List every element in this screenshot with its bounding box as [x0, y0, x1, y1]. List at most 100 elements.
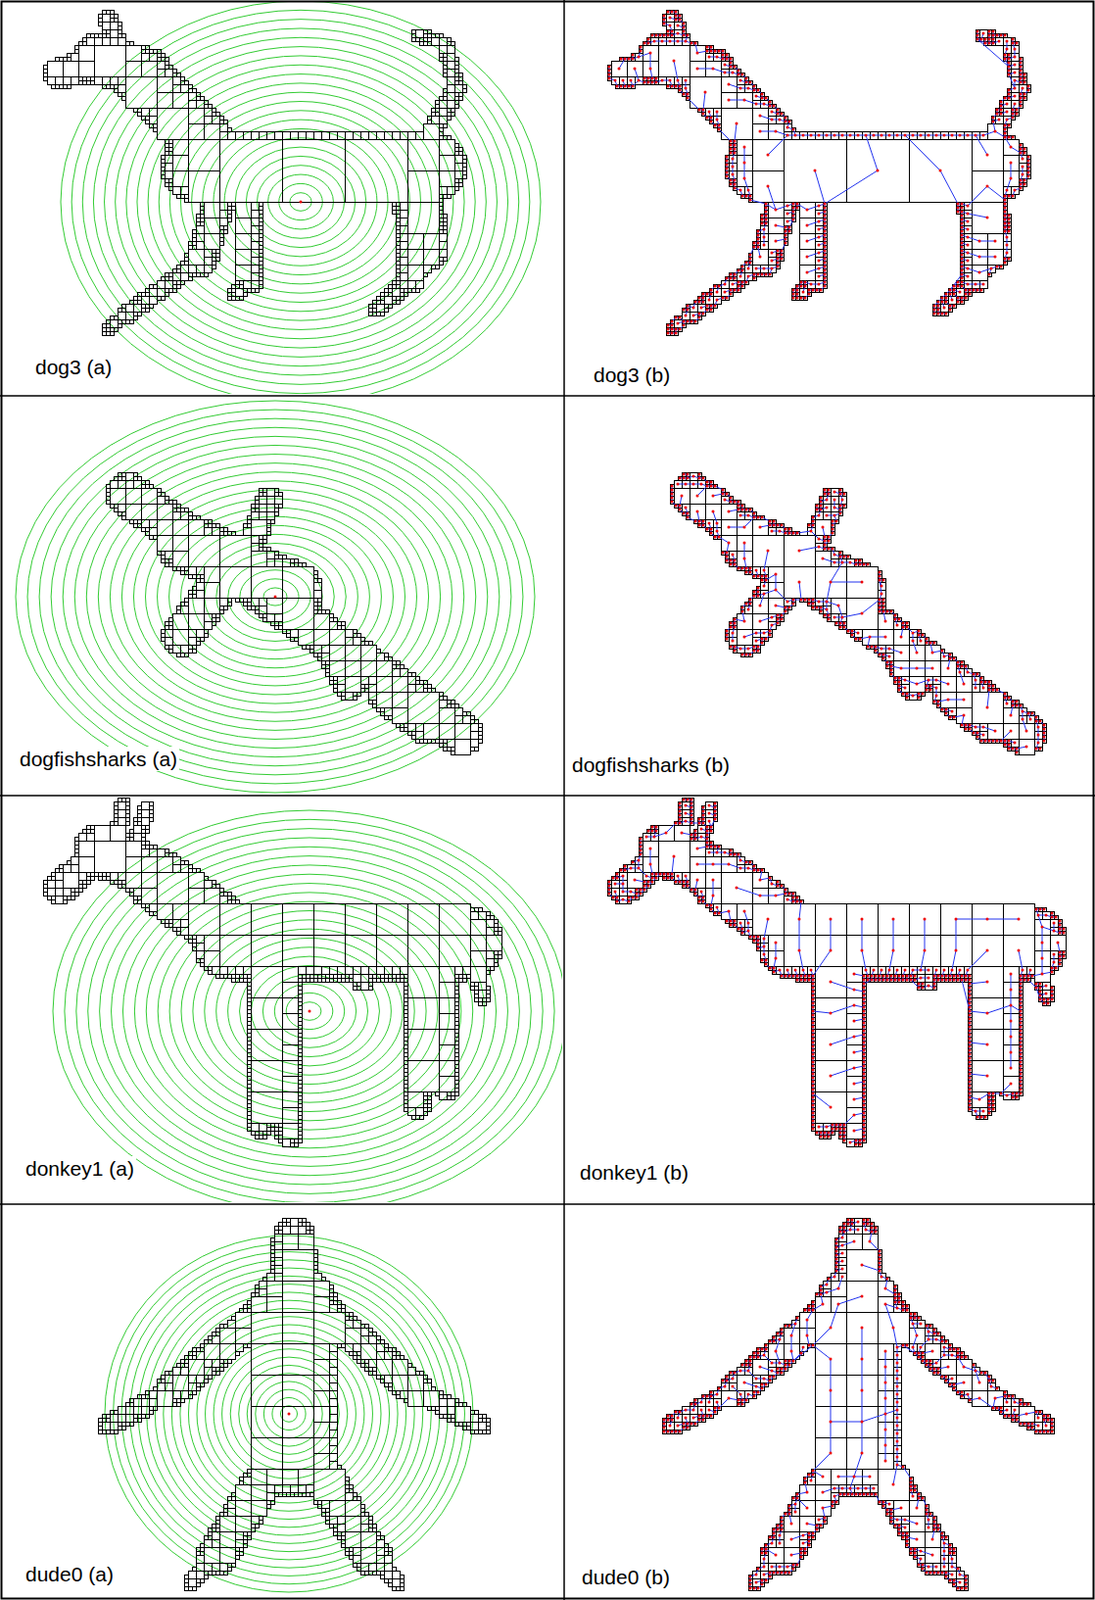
- quadtree-box: [142, 46, 146, 50]
- quadtree-box: [964, 265, 973, 274]
- quadtree-box: [804, 296, 809, 301]
- distance-ring: [181, 101, 422, 303]
- quadtree-box: [443, 69, 448, 74]
- tree-link: [967, 268, 980, 273]
- quadtree-box: [431, 112, 436, 117]
- quadtree-box: [428, 120, 432, 125]
- quadtree-box: [161, 296, 166, 301]
- quadtree-box: [130, 320, 135, 325]
- quadtree-box: [106, 324, 111, 329]
- quadtree-box: [145, 120, 150, 125]
- quadtree-box: [400, 210, 409, 219]
- quadtree-box: [142, 308, 146, 313]
- node-dot: [817, 243, 821, 247]
- quadtree-box: [380, 292, 385, 297]
- quadtree-box: [87, 77, 92, 82]
- quadtree-box: [337, 132, 346, 141]
- quadtree-box: [71, 53, 80, 62]
- quadtree-box: [431, 108, 436, 113]
- node-dot: [817, 212, 821, 216]
- quadtree-box: [177, 285, 182, 289]
- quadtree-box: [416, 288, 421, 293]
- quadtree-box: [173, 140, 190, 156]
- node-dot: [841, 134, 845, 138]
- quadtree-box: [443, 230, 448, 235]
- quadtree-box: [236, 296, 240, 301]
- quadtree-box: [161, 167, 166, 172]
- quadtree-box: [459, 147, 464, 152]
- distance-ring: [126, 55, 476, 348]
- quadtree-box: [400, 234, 409, 242]
- node-dot: [856, 134, 860, 138]
- quadtree-box: [243, 132, 252, 141]
- quadtree-box: [173, 285, 178, 289]
- quadtree-box: [79, 81, 84, 86]
- quadtree-box: [690, 312, 699, 321]
- quadtree-box: [788, 230, 793, 235]
- quadtree-box: [114, 85, 119, 90]
- quadtree-box: [251, 257, 260, 266]
- quadtree-box: [408, 132, 417, 141]
- quadtree-box: [232, 206, 237, 211]
- quadtree-box: [964, 218, 973, 227]
- quadtree-box: [1003, 116, 1012, 125]
- quadtree-box: [459, 151, 464, 156]
- quadtree-box: [999, 265, 1004, 270]
- tree-link: [695, 43, 698, 53]
- tree-link: [775, 205, 788, 210]
- tree-link: [734, 123, 737, 142]
- quadtree-box: [173, 73, 178, 78]
- quadtree-box: [118, 324, 123, 329]
- quadtree-box: [435, 108, 440, 113]
- quadtree-box: [200, 218, 205, 223]
- quadtree-box: [169, 147, 174, 152]
- quadtree-box: [118, 77, 127, 86]
- quadtree-box: [424, 42, 429, 47]
- quadtree-box: [138, 300, 143, 305]
- quadtree-box: [118, 312, 127, 321]
- quadtree-box: [396, 269, 401, 274]
- tree-link: [744, 99, 757, 104]
- quadtree-box: [956, 288, 965, 297]
- quadtree-box: [161, 277, 166, 282]
- quadtree-box: [408, 288, 413, 293]
- quadtree-box: [145, 292, 150, 297]
- quadtree-box: [185, 194, 190, 199]
- quadtree-box: [165, 143, 170, 148]
- node-dot: [786, 220, 790, 224]
- tree-link: [1010, 162, 1012, 179]
- quadtree-box: [157, 69, 166, 78]
- quadtree-box: [189, 265, 197, 274]
- quadtree-box: [204, 124, 221, 141]
- quadtree-box: [87, 34, 92, 39]
- node-dot: [823, 210, 827, 214]
- quadtree-box: [44, 69, 48, 74]
- quadtree-box: [960, 206, 965, 211]
- quadtree-box: [98, 22, 103, 27]
- quadtree-box: [51, 85, 56, 90]
- quadtree-box: [145, 308, 150, 313]
- quadtree-box: [228, 210, 233, 215]
- quadtree-box: [204, 100, 209, 105]
- quadtree-box: [392, 202, 397, 207]
- quadtree-box: [455, 155, 464, 164]
- tree-link: [673, 60, 678, 81]
- quadtree-box: [690, 46, 707, 62]
- tree-link: [824, 170, 878, 204]
- quadtree-box: [400, 241, 409, 250]
- quadtree-box: [181, 187, 190, 195]
- quadtree-box: [134, 296, 139, 301]
- quadtree-box: [149, 116, 158, 125]
- quadtree-box: [404, 292, 409, 297]
- quadtree-box: [181, 261, 186, 266]
- quadtree-box: [439, 108, 448, 117]
- quadtree-box: [251, 241, 260, 250]
- quadtree-box: [424, 234, 440, 250]
- quadtree-box: [173, 85, 182, 94]
- quadtree-box: [98, 34, 103, 39]
- tree-link: [807, 237, 819, 241]
- quadtree-box: [823, 285, 828, 289]
- quadtree-box: [392, 206, 397, 211]
- tree-link: [967, 186, 988, 206]
- quadtree-box: [232, 292, 237, 297]
